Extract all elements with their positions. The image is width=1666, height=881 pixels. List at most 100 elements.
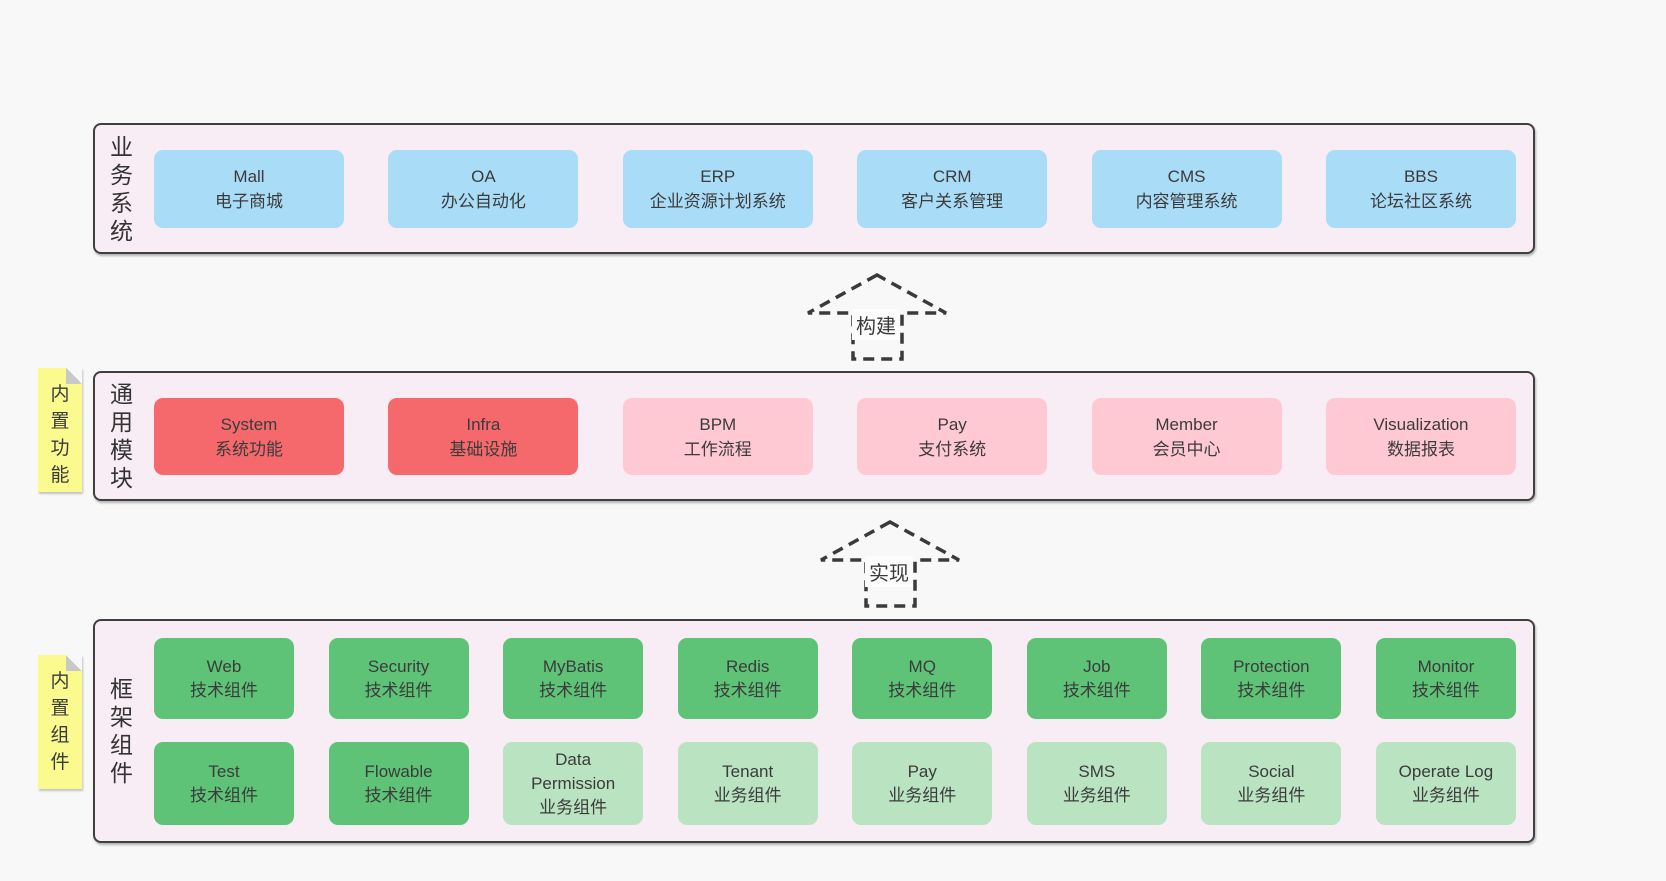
box-operate-log: Operate Log 业务组件 — [1375, 742, 1516, 825]
layer-label-components: 框架组件 — [110, 676, 133, 786]
box-subtitle: 技术组件 — [888, 680, 957, 700]
box-title: SMS — [1078, 761, 1116, 781]
box-subtitle: 系统功能 — [215, 439, 283, 459]
box-bbs: BBS 论坛社区系统 — [1325, 150, 1516, 228]
components-box-row-1: Web 技术组件 Security 技术组件 MyBatis 技术组件 Redi… — [154, 638, 1516, 719]
layer-common-modules: 通用模块 System 系统功能 Infra 基础设施 BPM 工作流程 Pay… — [93, 371, 1535, 501]
box-subtitle: 技术组件 — [713, 680, 782, 700]
box-title: Flowable — [364, 761, 433, 781]
box-title: Infra — [466, 414, 501, 434]
box-pay-module: Pay 支付系统 — [857, 398, 1048, 475]
box-cms: CMS 内容管理系统 — [1091, 150, 1282, 228]
box-title: Pay — [907, 761, 937, 781]
box-protection: Protection 技术组件 — [1201, 638, 1342, 719]
box-title: OA — [471, 167, 496, 186]
box-title: Monitor — [1417, 656, 1475, 676]
box-sms: SMS 业务组件 — [1026, 742, 1167, 825]
sticky-note-built-in-features: 内置功能 — [38, 368, 82, 492]
box-subtitle: 内容管理系统 — [1135, 192, 1238, 211]
box-title: MQ — [908, 656, 936, 676]
box-subtitle: 技术组件 — [364, 680, 433, 700]
box-subtitle: 业务组件 — [539, 797, 608, 817]
layer-label-modules: 通用模块 — [110, 381, 133, 491]
box-title: Security — [367, 656, 430, 676]
box-subtitle: 技术组件 — [1062, 680, 1131, 700]
box-subtitle: 业务组件 — [1237, 785, 1306, 805]
box-social: Social 业务组件 — [1201, 742, 1342, 825]
box-title: Member — [1155, 414, 1218, 434]
sticky-note-text: 内置功能 — [50, 384, 70, 486]
layer-framework-components: 框架组件 Web 技术组件 Security 技术组件 MyBatis 技术组件… — [93, 619, 1535, 843]
box-title: CRM — [932, 167, 972, 186]
box-crm: CRM 客户关系管理 — [857, 150, 1048, 228]
box-title: CMS — [1167, 167, 1206, 186]
box-subtitle: 论坛社区系统 — [1369, 192, 1472, 211]
box-title: Job — [1083, 656, 1111, 676]
box-subtitle: 办公自动化 — [440, 192, 526, 211]
box-mq: MQ 技术组件 — [852, 638, 993, 719]
box-title: Pay — [937, 414, 967, 434]
box-subtitle: 工作流程 — [683, 439, 752, 459]
box-tenant: Tenant 业务组件 — [677, 742, 818, 825]
box-data-permission: Data Permission 业务组件 — [503, 742, 644, 825]
box-bpm: BPM 工作流程 — [622, 398, 813, 475]
box-title: Protection — [1233, 656, 1310, 676]
box-subtitle: 技术组件 — [1411, 680, 1480, 700]
box-subtitle: 会员中心 — [1152, 439, 1221, 459]
box-title: System — [220, 414, 278, 434]
box-title: Operate Log — [1398, 761, 1494, 781]
box-subtitle: 业务组件 — [1062, 785, 1131, 805]
box-subtitle: 技术组件 — [364, 785, 433, 805]
box-subtitle: 业务组件 — [888, 785, 957, 805]
box-redis: Redis 技术组件 — [677, 638, 818, 719]
sticky-note-built-in-components: 内置组件 — [38, 655, 82, 789]
box-visualization: Visualization 数据报表 — [1325, 398, 1516, 475]
box-title: Mall — [233, 167, 265, 186]
box-title: Redis — [725, 656, 770, 676]
box-subtitle: 基础设施 — [449, 439, 518, 459]
box-title: Data Permission — [531, 749, 616, 793]
layer-label-business: 业务系统 — [110, 133, 133, 244]
box-job: Job 技术组件 — [1026, 638, 1167, 719]
box-subtitle: 业务组件 — [1411, 785, 1480, 805]
box-erp: ERP 企业资源计划系统 — [622, 150, 813, 228]
box-subtitle: 技术组件 — [190, 680, 258, 700]
box-web: Web 技术组件 — [154, 638, 294, 719]
box-title: Tenant — [722, 761, 774, 781]
box-title: BPM — [699, 414, 737, 434]
box-title: ERP — [700, 167, 736, 186]
box-mall: Mall 电子商城 — [154, 150, 344, 228]
box-subtitle: 技术组件 — [539, 680, 608, 700]
box-test: Test 技术组件 — [154, 742, 294, 825]
components-box-row-2: Test 技术组件 Flowable 技术组件 Data Permission … — [154, 742, 1516, 825]
box-infra: Infra 基础设施 — [388, 398, 579, 475]
modules-box-row: System 系统功能 Infra 基础设施 BPM 工作流程 Pay 支付系统… — [154, 398, 1516, 475]
box-subtitle: 技术组件 — [1237, 680, 1306, 700]
box-member: Member 会员中心 — [1091, 398, 1282, 475]
box-security: Security 技术组件 — [328, 638, 469, 719]
box-title: Web — [206, 656, 242, 676]
box-pay-component: Pay 业务组件 — [852, 742, 993, 825]
box-flowable: Flowable 技术组件 — [328, 742, 469, 825]
box-title: Visualization — [1373, 414, 1469, 434]
box-subtitle: 业务组件 — [713, 785, 782, 805]
layer-business-systems: 业务系统 Mall 电子商城 OA 办公自动化 ERP 企业资源计划系统 CRM… — [93, 123, 1535, 254]
arrow-label-implement: 实现 — [865, 556, 913, 587]
box-oa: OA 办公自动化 — [388, 150, 579, 228]
box-subtitle: 技术组件 — [190, 785, 258, 805]
box-title: Social — [1248, 761, 1295, 781]
box-system: System 系统功能 — [154, 398, 344, 475]
box-title: Test — [208, 761, 240, 781]
sticky-note-text: 内置组件 — [50, 671, 70, 773]
arrow-label-build: 构建 — [852, 309, 900, 340]
box-monitor: Monitor 技术组件 — [1375, 638, 1516, 719]
box-title: BBS — [1403, 167, 1438, 186]
box-subtitle: 电子商城 — [215, 192, 283, 211]
box-subtitle: 客户关系管理 — [901, 192, 1004, 211]
box-subtitle: 企业资源计划系统 — [649, 192, 786, 211]
box-subtitle: 数据报表 — [1386, 439, 1455, 459]
business-box-row: Mall 电子商城 OA 办公自动化 ERP 企业资源计划系统 CRM 客户关系… — [154, 150, 1516, 228]
box-title: MyBatis — [542, 656, 604, 676]
box-mybatis: MyBatis 技术组件 — [503, 638, 644, 719]
box-subtitle: 支付系统 — [918, 439, 987, 459]
